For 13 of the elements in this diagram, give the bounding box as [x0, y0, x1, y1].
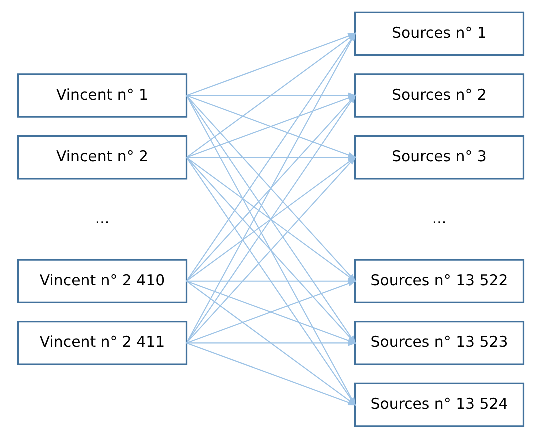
- node-box: Sources n° 2: [354, 74, 525, 118]
- node-box: Sources n° 1: [354, 12, 525, 56]
- node-box: Sources n° 13 522: [354, 259, 525, 304]
- label: ...: [95, 209, 110, 228]
- arrow: [186, 340, 357, 346]
- node-box: Vincent n° 2: [17, 136, 188, 180]
- node-box: Vincent n° 2 410: [17, 259, 188, 304]
- node-box: Vincent n° 2 411: [17, 321, 188, 366]
- node-box: Vincent n° 1: [17, 74, 188, 118]
- node-box: Sources n° 13 523: [354, 321, 525, 366]
- node-box: Sources n° 3: [354, 136, 525, 180]
- label: ...: [432, 209, 447, 228]
- node-box: Sources n° 13 524: [354, 382, 525, 428]
